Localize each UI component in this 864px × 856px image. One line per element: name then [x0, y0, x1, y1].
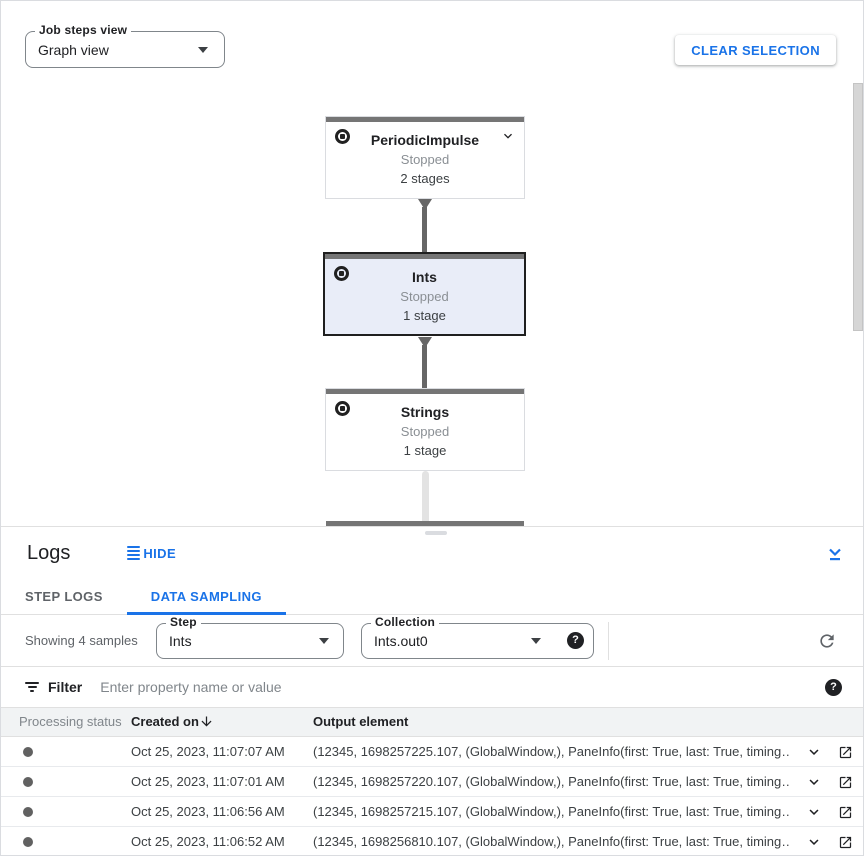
logs-tabbar: STEP LOGS DATA SAMPLING — [1, 579, 863, 615]
chevron-down-icon[interactable] — [500, 128, 516, 144]
sort-descending-icon[interactable] — [199, 714, 214, 729]
open-in-new-icon[interactable] — [838, 835, 853, 850]
stopped-status-icon — [335, 401, 350, 416]
connector-line-light — [422, 471, 429, 522]
expand-row-icon[interactable] — [805, 833, 823, 851]
open-in-new-icon[interactable] — [838, 745, 853, 760]
processing-status-dot — [23, 747, 33, 757]
connector-line — [422, 345, 427, 389]
output-element-cell: (12345, 1698257225.107, (GlobalWindow,),… — [313, 744, 791, 759]
graph-vertical-scrollbar[interactable] — [853, 83, 863, 331]
hide-label: HIDE — [143, 545, 177, 561]
output-element-cell: (12345, 1698257215.107, (GlobalWindow,),… — [313, 804, 791, 819]
lines-icon — [127, 546, 141, 560]
open-in-new-icon[interactable] — [838, 775, 853, 790]
table-row[interactable]: Oct 25, 2023, 11:06:52 AM (12345, 169825… — [1, 827, 863, 855]
node-stages: 1 stage — [403, 443, 447, 458]
logs-title: Logs — [27, 541, 71, 564]
filter-icon — [25, 682, 39, 692]
sampling-controls-row: Showing 4 samples Step Ints Collection I… — [1, 615, 863, 667]
processing-status-dot — [23, 777, 33, 787]
filter-row: Filter ? — [1, 667, 863, 708]
output-element-cell: (12345, 1698257220.107, (GlobalWindow,),… — [313, 774, 791, 789]
node-title: Strings — [400, 404, 450, 420]
logs-panel: Logs HIDE STEP LOGS DATA SAMPLING Showin… — [1, 526, 863, 855]
processing-status-dot — [23, 837, 33, 847]
node-status: Stopped — [400, 289, 449, 304]
step-select-value: Ints — [169, 633, 192, 649]
stopped-status-icon — [335, 129, 350, 144]
created-on-cell: Oct 25, 2023, 11:06:52 AM — [131, 834, 285, 849]
created-on-cell: Oct 25, 2023, 11:07:07 AM — [131, 744, 285, 759]
connector-arrow — [418, 337, 432, 348]
column-created-on[interactable]: Created on — [131, 714, 199, 729]
partial-node-top-bar — [326, 521, 524, 526]
samples-table-header: Processing status Created on Output elem… — [1, 708, 863, 737]
collection-select[interactable]: Collection Ints.out0 ? — [361, 615, 594, 659]
job-steps-view-label: Job steps view — [35, 23, 132, 37]
collapse-panel-icon[interactable] — [826, 545, 844, 563]
table-row[interactable]: Oct 25, 2023, 11:07:01 AM (12345, 169825… — [1, 767, 863, 797]
column-output-element: Output element — [313, 714, 409, 729]
hide-logs-button[interactable]: HIDE — [127, 546, 176, 561]
table-row[interactable]: Oct 25, 2023, 11:07:07 AM (12345, 169825… — [1, 737, 863, 767]
step-select[interactable]: Step Ints — [156, 615, 344, 659]
node-status: Stopped — [400, 424, 450, 439]
dropdown-arrow-icon — [531, 638, 541, 644]
collection-select-label: Collection — [371, 615, 440, 629]
expand-row-icon[interactable] — [805, 803, 823, 821]
connector-line — [422, 207, 427, 253]
filter-input[interactable] — [100, 679, 863, 695]
node-status: Stopped — [400, 152, 450, 167]
table-row[interactable]: Oct 25, 2023, 11:06:56 AM (12345, 169825… — [1, 797, 863, 827]
tab-data-sampling[interactable]: DATA SAMPLING — [126, 579, 287, 615]
output-element-cell: (12345, 1698256810.107, (GlobalWindow,),… — [313, 834, 791, 849]
created-on-cell: Oct 25, 2023, 11:07:01 AM — [131, 774, 285, 789]
job-steps-view-select[interactable]: Job steps view Graph view — [25, 23, 225, 68]
node-title: PeriodicImpulse — [370, 132, 480, 148]
expand-row-icon[interactable] — [805, 743, 823, 761]
panel-resize-handle[interactable] — [425, 531, 447, 535]
connector-arrow — [418, 199, 432, 210]
logs-panel-header: Logs HIDE — [1, 527, 863, 579]
dropdown-arrow-icon — [319, 638, 329, 644]
node-stages: 2 stages — [400, 171, 450, 186]
graph-node-periodicimpulse[interactable]: PeriodicImpulse Stopped 2 stages — [325, 116, 525, 199]
graph-node-strings[interactable]: Strings Stopped 1 stage — [325, 388, 525, 471]
showing-samples-text: Showing 4 samples — [25, 633, 138, 648]
vertical-divider — [608, 622, 609, 660]
node-stages: 1 stage — [403, 308, 446, 323]
expand-row-icon[interactable] — [805, 773, 823, 791]
column-processing-status: Processing status — [19, 714, 122, 729]
help-icon[interactable]: ? — [567, 632, 584, 649]
stopped-status-icon — [334, 266, 349, 281]
filter-label: Filter — [48, 679, 83, 695]
step-select-label: Step — [166, 615, 201, 629]
samples-table-body: Oct 25, 2023, 11:07:07 AM (12345, 169825… — [1, 737, 863, 855]
job-steps-view-value: Graph view — [38, 41, 109, 58]
refresh-icon[interactable] — [817, 631, 837, 651]
tab-step-logs[interactable]: STEP LOGS — [1, 579, 127, 614]
graph-node-ints[interactable]: Ints Stopped 1 stage — [323, 252, 526, 336]
processing-status-dot — [23, 807, 33, 817]
open-in-new-icon[interactable] — [838, 805, 853, 820]
node-title: Ints — [412, 269, 437, 285]
help-icon[interactable]: ? — [825, 679, 842, 696]
collection-select-value: Ints.out0 — [374, 633, 428, 649]
dropdown-arrow-icon — [198, 46, 208, 53]
created-on-cell: Oct 25, 2023, 11:06:56 AM — [131, 804, 285, 819]
clear-selection-button[interactable]: CLEAR SELECTION — [675, 35, 836, 65]
